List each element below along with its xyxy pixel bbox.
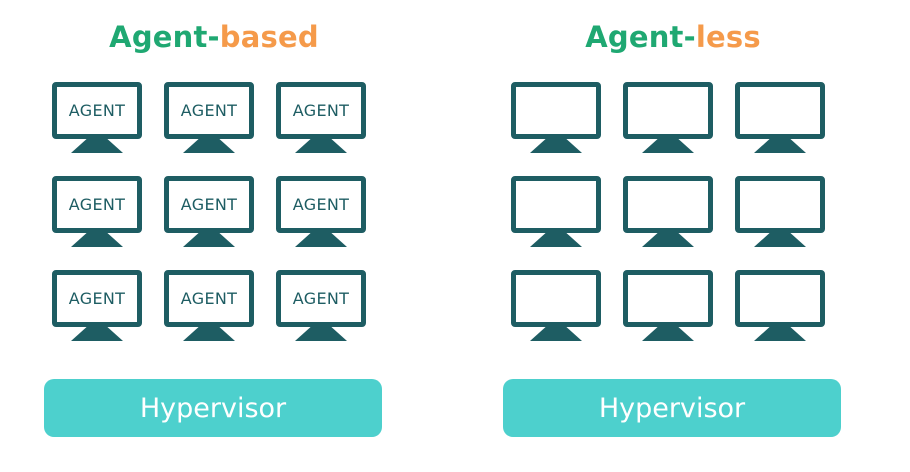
- monitor-icon: [623, 82, 713, 156]
- monitor-icon: AGENT: [276, 270, 366, 344]
- monitor-stand: [183, 327, 235, 341]
- monitor-screen: AGENT: [276, 82, 366, 139]
- monitor-icon: [735, 176, 825, 250]
- monitor-screen: AGENT: [276, 176, 366, 233]
- monitor-screen: [623, 270, 713, 327]
- monitor-icon: AGENT: [276, 176, 366, 250]
- hypervisor-bar: Hypervisor: [503, 379, 841, 437]
- monitor-stand: [295, 327, 347, 341]
- monitor-screen: [735, 82, 825, 139]
- monitor-screen: [735, 270, 825, 327]
- monitor-stand: [71, 233, 123, 247]
- monitor-screen: AGENT: [52, 176, 142, 233]
- monitor-stand: [71, 327, 123, 341]
- monitor-icon: [511, 176, 601, 250]
- monitor-icon: AGENT: [164, 176, 254, 250]
- agent-based-panel: Agent-based AGENT AGENT AGENT AGENT AGEN…: [44, 0, 384, 472]
- monitor-screen: AGENT: [52, 82, 142, 139]
- monitor-stand: [71, 139, 123, 153]
- monitor-screen: [511, 82, 601, 139]
- monitor-screen: [511, 270, 601, 327]
- agent-based-title: Agent-based: [44, 20, 384, 54]
- monitor-icon: [511, 82, 601, 156]
- monitor-icon: AGENT: [52, 176, 142, 250]
- monitor-stand: [183, 139, 235, 153]
- monitor-icon: [623, 176, 713, 250]
- monitor-stand: [754, 139, 806, 153]
- monitor-screen: AGENT: [164, 176, 254, 233]
- monitor-stand: [295, 139, 347, 153]
- monitor-stand: [754, 233, 806, 247]
- monitor-screen: AGENT: [276, 270, 366, 327]
- title-main: Agent-: [109, 20, 220, 54]
- monitor-stand: [530, 233, 582, 247]
- monitor-icon: [735, 270, 825, 344]
- monitor-stand: [754, 327, 806, 341]
- title-main: Agent-: [585, 20, 696, 54]
- monitor-grid: AGENT AGENT AGENT AGENT AGENT AGENT AGEN…: [52, 82, 370, 364]
- monitor-screen: [735, 176, 825, 233]
- monitor-icon: AGENT: [164, 270, 254, 344]
- monitor-stand: [530, 327, 582, 341]
- monitor-icon: [735, 82, 825, 156]
- agent-less-title: Agent-less: [503, 20, 843, 54]
- monitor-stand: [295, 233, 347, 247]
- monitor-screen: [623, 176, 713, 233]
- monitor-stand: [183, 233, 235, 247]
- monitor-icon: AGENT: [52, 82, 142, 156]
- title-accent: based: [219, 20, 319, 54]
- monitor-icon: AGENT: [164, 82, 254, 156]
- hypervisor-bar: Hypervisor: [44, 379, 382, 437]
- title-accent: less: [695, 20, 761, 54]
- monitor-screen: [623, 82, 713, 139]
- monitor-screen: AGENT: [164, 82, 254, 139]
- monitor-icon: AGENT: [52, 270, 142, 344]
- monitor-icon: AGENT: [276, 82, 366, 156]
- monitor-stand: [530, 139, 582, 153]
- monitor-icon: [511, 270, 601, 344]
- monitor-stand: [642, 233, 694, 247]
- monitor-stand: [642, 139, 694, 153]
- monitor-grid: [511, 82, 829, 364]
- monitor-screen: AGENT: [164, 270, 254, 327]
- monitor-icon: [623, 270, 713, 344]
- agent-less-panel: Agent-less Hypervisor: [503, 0, 843, 472]
- monitor-screen: AGENT: [52, 270, 142, 327]
- monitor-stand: [642, 327, 694, 341]
- monitor-screen: [511, 176, 601, 233]
